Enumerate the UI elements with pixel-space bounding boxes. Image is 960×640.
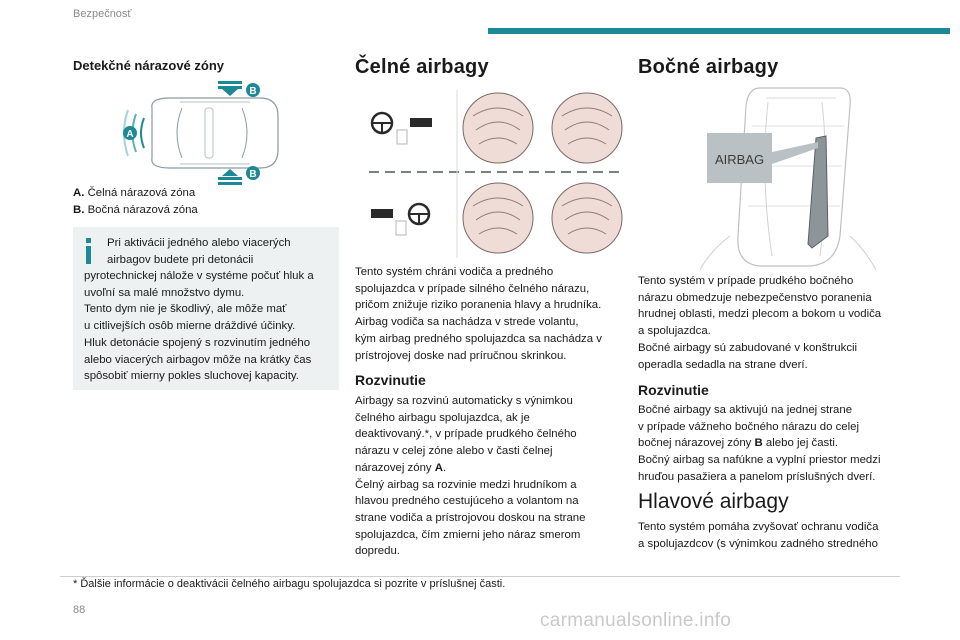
- heading-detection-zones: Detekčné nárazové zóny: [73, 58, 225, 73]
- footnote: * Ďalšie informácie o deaktivácii čelnéh…: [73, 578, 506, 590]
- heading-side-airbags: Bočné airbagy: [638, 56, 779, 78]
- header-accent-bar: [488, 28, 950, 34]
- column-front-airbags: Čelné airbagy: [355, 56, 623, 79]
- front-airbags-illustration: [369, 90, 623, 258]
- column-side-airbags: Bočné airbagy: [638, 56, 908, 79]
- legend-item: A. Čelná nárazová zóna: [73, 185, 198, 202]
- side-airbags-intro: Tento systém v prípade prudkého bočného …: [638, 275, 882, 371]
- section-title: Bezpečnosť: [73, 8, 132, 20]
- legend-text: Bočná nárazová zóna: [87, 203, 198, 216]
- heading-head-airbags: Hlavové airbagy: [638, 490, 789, 513]
- side-airbag-seat-illustration: AIRBAG: [699, 87, 877, 270]
- car-top-view-icon: A B B: [123, 81, 279, 185]
- info-icon: [86, 238, 91, 264]
- zone-key-b: B: [754, 437, 763, 450]
- info-text: pyrotechnickej nálože v systéme počuť hl…: [84, 270, 314, 383]
- info-box: Pri aktivácii jedného alebo viacerých ai…: [73, 227, 339, 390]
- legend-item: B. Bočná nárazová zóna: [73, 202, 198, 219]
- zone-key-a: A: [434, 461, 444, 474]
- heading-deployment-side: Rozvinutie: [638, 382, 709, 398]
- page-number: 88: [73, 604, 86, 616]
- front-deployment-text: Airbagy sa rozvinú automaticky s výnimko…: [355, 395, 586, 558]
- heading-deployment-front: Rozvinutie: [355, 372, 426, 388]
- heading-front-airbags: Čelné airbagy: [355, 56, 489, 78]
- info-text-indent: Pri aktivácii jedného alebo viacerých ai…: [107, 237, 291, 266]
- zone-label-a: A: [126, 129, 133, 140]
- zone-label-b-top: B: [249, 86, 256, 97]
- airbag-label: AIRBAG: [715, 152, 764, 167]
- side-deployment-text: Bočné airbagy sa aktivujú na jednej stra…: [638, 404, 881, 483]
- legend-key: B.: [73, 203, 85, 216]
- legend-text: Čelná nárazová zóna: [87, 187, 196, 199]
- head-airbags-text: Tento systém pomáha zvyšovať ochranu vod…: [638, 521, 879, 550]
- column-detection-zones: Detekčné nárazové zóny: [73, 58, 339, 73]
- footer-divider: [60, 576, 900, 577]
- watermark: carmanualsonline.info: [540, 610, 732, 631]
- front-airbags-intro: Tento systém chráni vodiča a predného sp…: [355, 266, 602, 362]
- legend-key: A.: [73, 187, 85, 199]
- zone-label-b-bottom: B: [249, 169, 256, 180]
- zone-legend: A. Čelná nárazová zóna B. Bočná nárazová…: [73, 185, 198, 218]
